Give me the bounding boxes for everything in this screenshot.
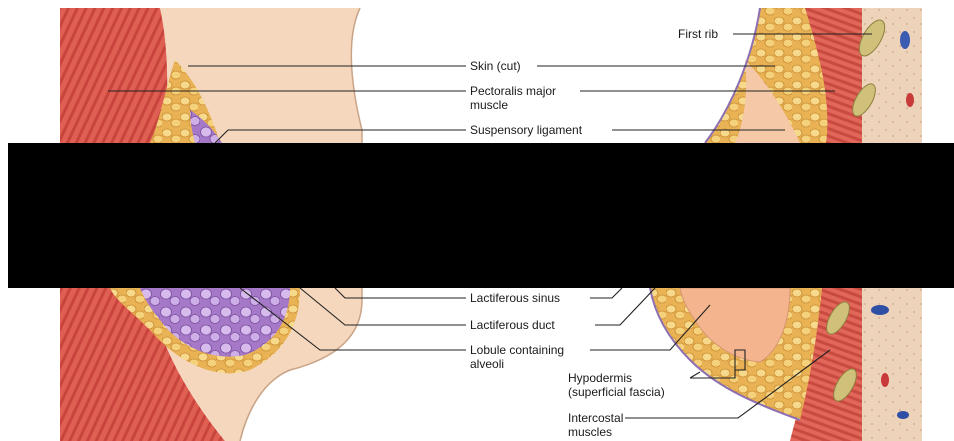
label-lactiferous-sinus: Lactiferous sinus [470,291,560,305]
label-hypodermis-line2: (superficial fascia) [568,385,665,399]
label-lobule-line1: Lobule containing [470,343,564,357]
label-pectoralis-major-line1: Pectoralis major [470,84,556,98]
label-lactiferous-duct: Lactiferous duct [470,318,555,332]
label-suspensory-ligament: Suspensory ligament [470,123,582,137]
label-pectoralis-major-line2: muscle [470,98,508,112]
leader-lactiferous-duct-right [595,288,655,325]
label-skin-cut: Skin (cut) [470,59,521,73]
label-first-rib: First rib [678,27,718,41]
label-intercostal-line1: Intercostal [568,411,623,425]
leader-hypodermis-to-layer [690,372,700,378]
label-lobule-line2: alveoli [470,357,504,371]
redaction-bar [8,143,954,288]
label-intercostal-line2: muscles [568,425,612,439]
leader-lactiferous-sinus-right [590,288,622,298]
label-hypodermis-line1: Hypodermis [568,371,632,385]
